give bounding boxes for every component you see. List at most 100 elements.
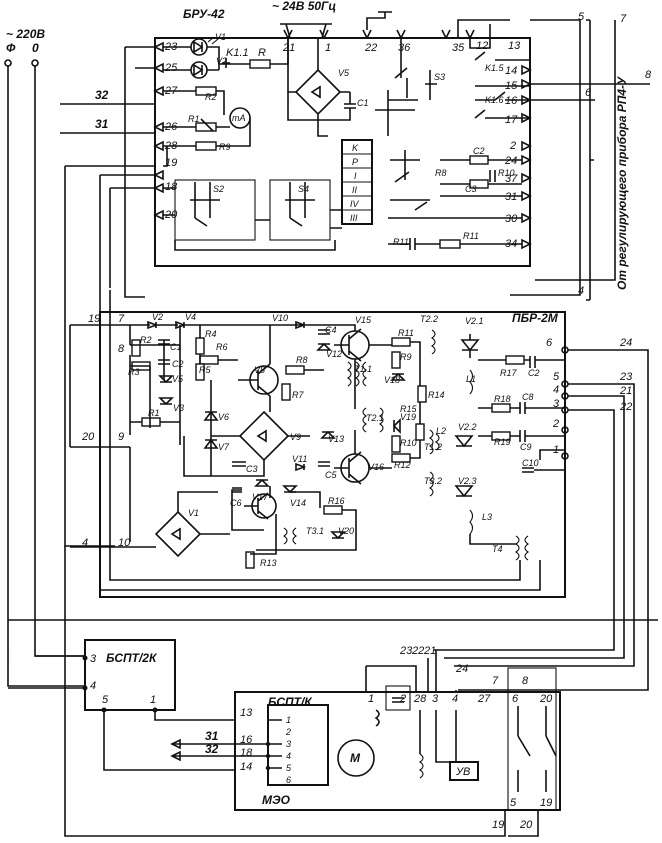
- pbr-t31-label: T3.1: [306, 526, 324, 536]
- pbr-term-19: 19: [88, 313, 100, 325]
- meo-capacitor-box: [385, 685, 411, 711]
- bsptk-pin-3: 3: [286, 739, 291, 749]
- out-wire-22: 22: [619, 401, 632, 413]
- pbr-r3-label: R3: [128, 367, 140, 377]
- v1-label: V1: [215, 32, 226, 42]
- c2-bru-label: R10: [498, 168, 515, 178]
- pbr-v15-label: V15: [355, 315, 372, 325]
- meo-top-terminals: 23 22 21 24 7 8: [365, 645, 557, 811]
- supply-phase: Ф: [6, 41, 16, 55]
- bru-top-term-1: 1: [325, 42, 331, 54]
- meo-block: [234, 691, 561, 811]
- v2-label: V2: [216, 56, 227, 66]
- pbr-v2-label: V2: [152, 312, 163, 322]
- ma-label: mA: [232, 113, 246, 123]
- s2-label: S4: [298, 184, 309, 194]
- pbr-r8: [285, 365, 305, 375]
- wire-8: 8: [645, 69, 652, 81]
- pbr-v19-label: V19: [400, 412, 416, 422]
- pbr-r8-label: R8: [296, 355, 308, 365]
- bsptk-pin-6: 6: [286, 775, 291, 785]
- pbr-v13-label: V13: [328, 434, 344, 444]
- pos-i: I: [354, 171, 357, 181]
- pbr-r4-label: R4: [205, 329, 217, 339]
- pbr-rterm-4: 4: [553, 384, 559, 396]
- meo-wire-7: 7: [492, 675, 499, 687]
- zener-v6-v7: V6 V7: [203, 380, 230, 476]
- v5-label: V5: [338, 68, 350, 78]
- pbr-r13: [245, 551, 255, 569]
- supply-voltage: ~ 220В: [6, 27, 45, 41]
- pbr-r6: [199, 355, 219, 365]
- switch-s3: S3: [375, 38, 445, 136]
- pbr-pulse-stage: C6 V17 V14 R16 T3.1 V20 R13: [230, 478, 357, 569]
- bru-top-terminals: 21 1 22 36 35 12 13: [282, 29, 521, 54]
- pos-iii: III: [350, 213, 358, 223]
- meo-bterm-19b: 19: [492, 819, 504, 831]
- wire-6: 6: [585, 87, 592, 99]
- resistor-r9: [195, 141, 217, 151]
- pbr-r1: [141, 417, 161, 427]
- pbr-l3-label: L3: [482, 512, 492, 522]
- output-stage-top: V10 C4 V12 V15: [272, 313, 372, 362]
- bsptk-term-13: 13: [240, 707, 253, 719]
- pbr-title: ПБР-2М: [512, 311, 559, 325]
- pbr-v23-label: V2.3: [458, 476, 477, 486]
- bru-right-term-24: 24: [504, 155, 517, 167]
- pbr-term-7: 7: [118, 313, 125, 325]
- k16-label: K1.6: [485, 95, 504, 105]
- pbr-r19-label: R19: [494, 437, 511, 447]
- out-wire-24: 24: [619, 337, 632, 349]
- bsptk-terminals: 13 16 18 14 1 2 3 4 5 6: [240, 707, 292, 785]
- c3-bru-label: R11: [393, 237, 409, 247]
- meo-term-4: 4: [452, 693, 458, 705]
- pbr-v3-label: V3: [173, 403, 184, 413]
- pbr-l2-label: L2: [436, 426, 446, 436]
- resistor-r: [249, 59, 271, 69]
- pbr-t4-label: T4: [492, 544, 503, 554]
- bru-top-term-12: 12: [476, 40, 488, 52]
- bspt2k-term-4: 4: [90, 680, 96, 692]
- pbr-c9-label: C9: [520, 442, 532, 452]
- position-switch: K P I II IV III: [341, 139, 373, 225]
- motor-label: М: [350, 751, 361, 765]
- pbr-r12-label: R12: [394, 460, 411, 470]
- pbr-v11-label: V11: [292, 454, 307, 464]
- bru-top-term-36: 36: [398, 42, 411, 54]
- meo-title: МЭО: [262, 793, 291, 807]
- pbr-r14: [417, 385, 427, 403]
- uv-block: [449, 761, 479, 781]
- pbr-r15-label: R15: [400, 404, 418, 414]
- output-stage-bottom: V13 C5 V11 V16: [292, 430, 384, 485]
- pbr-rterm-3: 3: [553, 398, 560, 410]
- bspt2k-term-1: 1: [150, 694, 156, 706]
- pos-iv: IV: [350, 199, 360, 209]
- bru-left-term-25: 25: [164, 62, 178, 74]
- meo-term-1: 1: [368, 693, 374, 705]
- bsptk-out-31: 31: [205, 729, 219, 743]
- bsptk-pin-4: 4: [286, 751, 291, 761]
- out-wire-23: 23: [619, 371, 633, 383]
- pbr-c1-label: C1: [170, 342, 182, 352]
- bsptk-term-16: 16: [240, 734, 253, 746]
- k11-label: K1.1: [226, 47, 249, 59]
- uv-label: УВ: [455, 766, 470, 778]
- resistor-r11: [439, 239, 461, 249]
- pbr-v20-label: V20: [338, 526, 354, 536]
- meo-bterm-5: 5: [510, 797, 517, 809]
- k15-label: K1.5: [485, 63, 505, 73]
- bru-right-terminals: 14 15 16 17 2 24 37 31 30 34: [504, 64, 532, 250]
- pbr-input-network: V2 V4 R2 C1 R4 R6 R3 C2 V5 R5 R1 V3: [128, 312, 304, 445]
- pbr-r1-label: R1: [148, 408, 160, 418]
- meo-term-3: 3: [432, 693, 439, 705]
- meo-bottom-terminals: 5 19 19 20: [492, 797, 552, 831]
- pbr-v14-label: V14: [290, 498, 306, 508]
- pos-ii: II: [352, 185, 358, 195]
- side-note: От регулирующего прибора РП4-У: [615, 76, 629, 290]
- pbr-right-terminals: 6 5 4 3 2 1: [546, 337, 569, 460]
- pbr-c3-label: C3: [246, 464, 258, 474]
- pbr-v10-label: V10: [272, 313, 288, 323]
- pbr-r17-label: R17: [500, 368, 518, 378]
- pbr-r18: [491, 403, 511, 413]
